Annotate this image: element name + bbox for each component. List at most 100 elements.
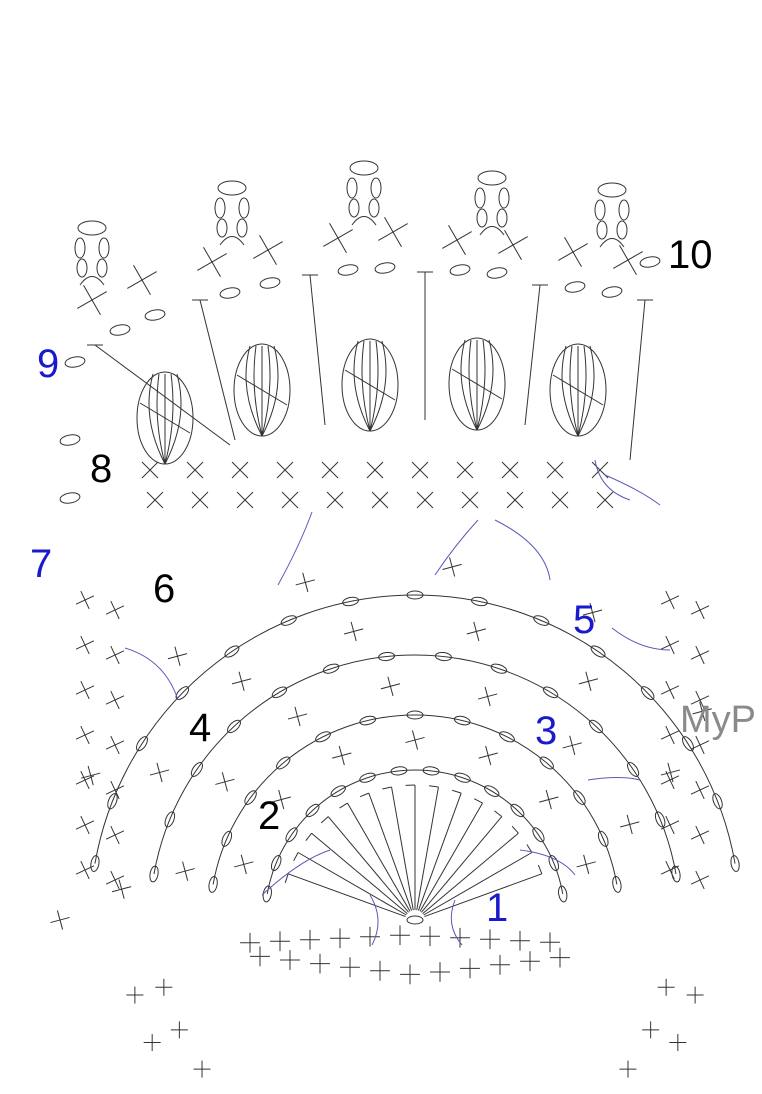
single-crochet-x [510,930,530,951]
chain-oval [107,793,118,810]
treble-top [537,864,543,875]
chain-oval [564,281,586,293]
row-label-3: 3 [535,709,558,753]
round-join-line [434,519,479,576]
single-crochet-x [340,957,360,978]
chain-oval [486,267,508,279]
picot-base [351,216,377,226]
chain-oval [406,590,424,600]
chain-oval [221,830,233,847]
chain-oval [682,736,694,752]
puff-strand [369,340,387,432]
treble-top [494,810,503,817]
single-crochet-x [660,590,680,610]
treble-stitch [347,802,411,912]
picot-side [618,199,630,221]
chain-oval [390,766,408,776]
single-crochet-x [310,953,330,974]
puff-strand [148,373,166,465]
single-crochet-x [660,762,681,783]
puff-strand [164,373,182,465]
single-crochet-x [141,461,159,479]
treble-stitch [421,816,503,913]
single-crochet-x [540,932,560,953]
treble-top [320,816,329,824]
puff-strand [353,340,371,432]
single-crochet-x [619,814,640,835]
row-label-2: 2 [258,794,281,838]
single-crochet-x [442,557,462,577]
single-crochet-x [105,690,125,710]
single-crochet-x [75,680,95,700]
treble-top [284,873,289,883]
chain-oval [219,287,241,299]
row-label-4: 4 [189,706,212,750]
chain-oval [639,256,661,268]
single-crochet-x [690,870,710,890]
single-crochet-x [330,928,350,949]
treble-stitch [287,873,406,918]
chain-oval [590,645,606,658]
single-crochet-x [405,730,425,750]
puff-strand [460,339,478,431]
row-label-5: 5 [573,598,596,642]
single-crochet-x [477,686,498,707]
puff-strand [369,340,379,432]
round-join-lines [124,459,671,946]
chain-oval [276,756,291,770]
picot-base [599,238,625,248]
picot-top [597,182,627,198]
chain-oval [337,264,359,276]
single-crochet-x [75,815,95,835]
puff-cross [139,402,191,434]
single-crochet-x [380,676,401,696]
picot-loops [74,160,630,286]
treble-top [452,789,462,794]
round-arc [266,769,564,895]
single-crochet-x [613,245,643,275]
puff-strand [577,345,595,437]
puff-cross [236,374,288,406]
single-crochet-x [270,931,290,952]
single-crochet-x [550,947,570,968]
puff-strand [156,373,166,465]
single-crochet-x [143,1034,161,1052]
single-crochet-x [105,870,125,890]
single-crochet-x [326,491,344,509]
row-label-6: 6 [153,567,176,611]
long-treble [94,344,231,446]
chain-oval [422,766,440,776]
chain-oval [471,596,488,607]
row-label-9: 9 [37,342,60,386]
single-crochet-x [105,600,125,620]
single-crochet-x [276,461,294,479]
puff-strand [476,339,486,431]
picot-side [348,198,360,218]
treble-stitch [327,816,409,913]
treble-top [382,786,392,790]
chain-oval [285,827,298,843]
puff-strand [476,339,494,431]
row-label-10: 10 [668,233,713,277]
puff-cross [344,369,396,401]
puff-strand [245,345,263,437]
chain-oval [626,761,640,777]
round-join-line [450,899,463,946]
single-crochet-x [146,491,164,509]
single-crochet-x [271,789,291,810]
chain-oval [244,790,257,805]
single-crochet-x [240,932,260,953]
single-crochet-x [321,461,339,479]
single-crochet-x [191,491,209,509]
single-crochet-x [660,725,680,745]
chain-oval [539,756,554,770]
chain-oval [510,803,525,818]
single-crochet-x [660,635,680,655]
chain-oval [280,615,297,626]
picot-side [214,197,226,219]
single-crochet-x [490,954,510,975]
single-crochet-x [582,602,603,623]
chain-oval [406,710,424,720]
picot-top [477,170,507,186]
single-crochet-x [498,230,528,260]
